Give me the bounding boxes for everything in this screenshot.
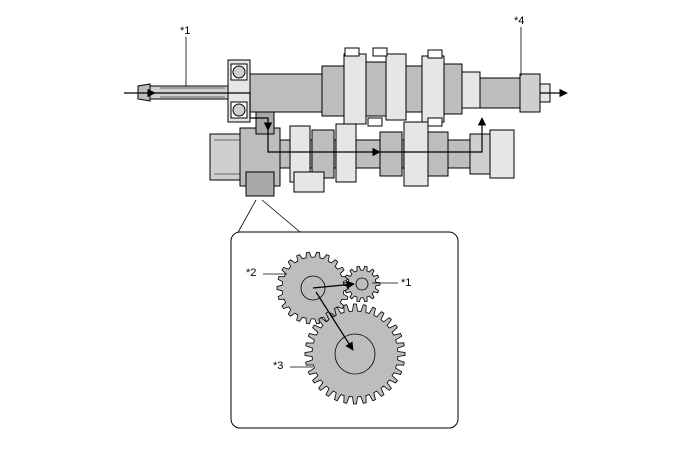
power-flow-path (124, 88, 568, 157)
counter-shaft (209, 121, 515, 187)
gear-1 (343, 265, 381, 303)
gear-shaft-assembly (137, 47, 551, 197)
callout-output-shaft: *4 (514, 15, 524, 27)
gear-3 (304, 303, 406, 405)
upper-callout-leaders (185, 27, 522, 86)
callout-input-shaft: *1 (180, 25, 190, 37)
detail-power-flow (312, 280, 355, 351)
input-bearing (227, 59, 251, 123)
callout-gear-1: *1 (401, 277, 411, 289)
detail-connector (235, 199, 301, 237)
main-shaft-gears (321, 47, 481, 127)
drive-gear-cluster (245, 111, 325, 197)
callout-gear-2: *2 (246, 267, 256, 279)
callout-gear-3: *3 (273, 360, 283, 372)
detail-view: *2 *1 *3 (230, 231, 459, 429)
detail-callout-leaders (263, 273, 398, 368)
